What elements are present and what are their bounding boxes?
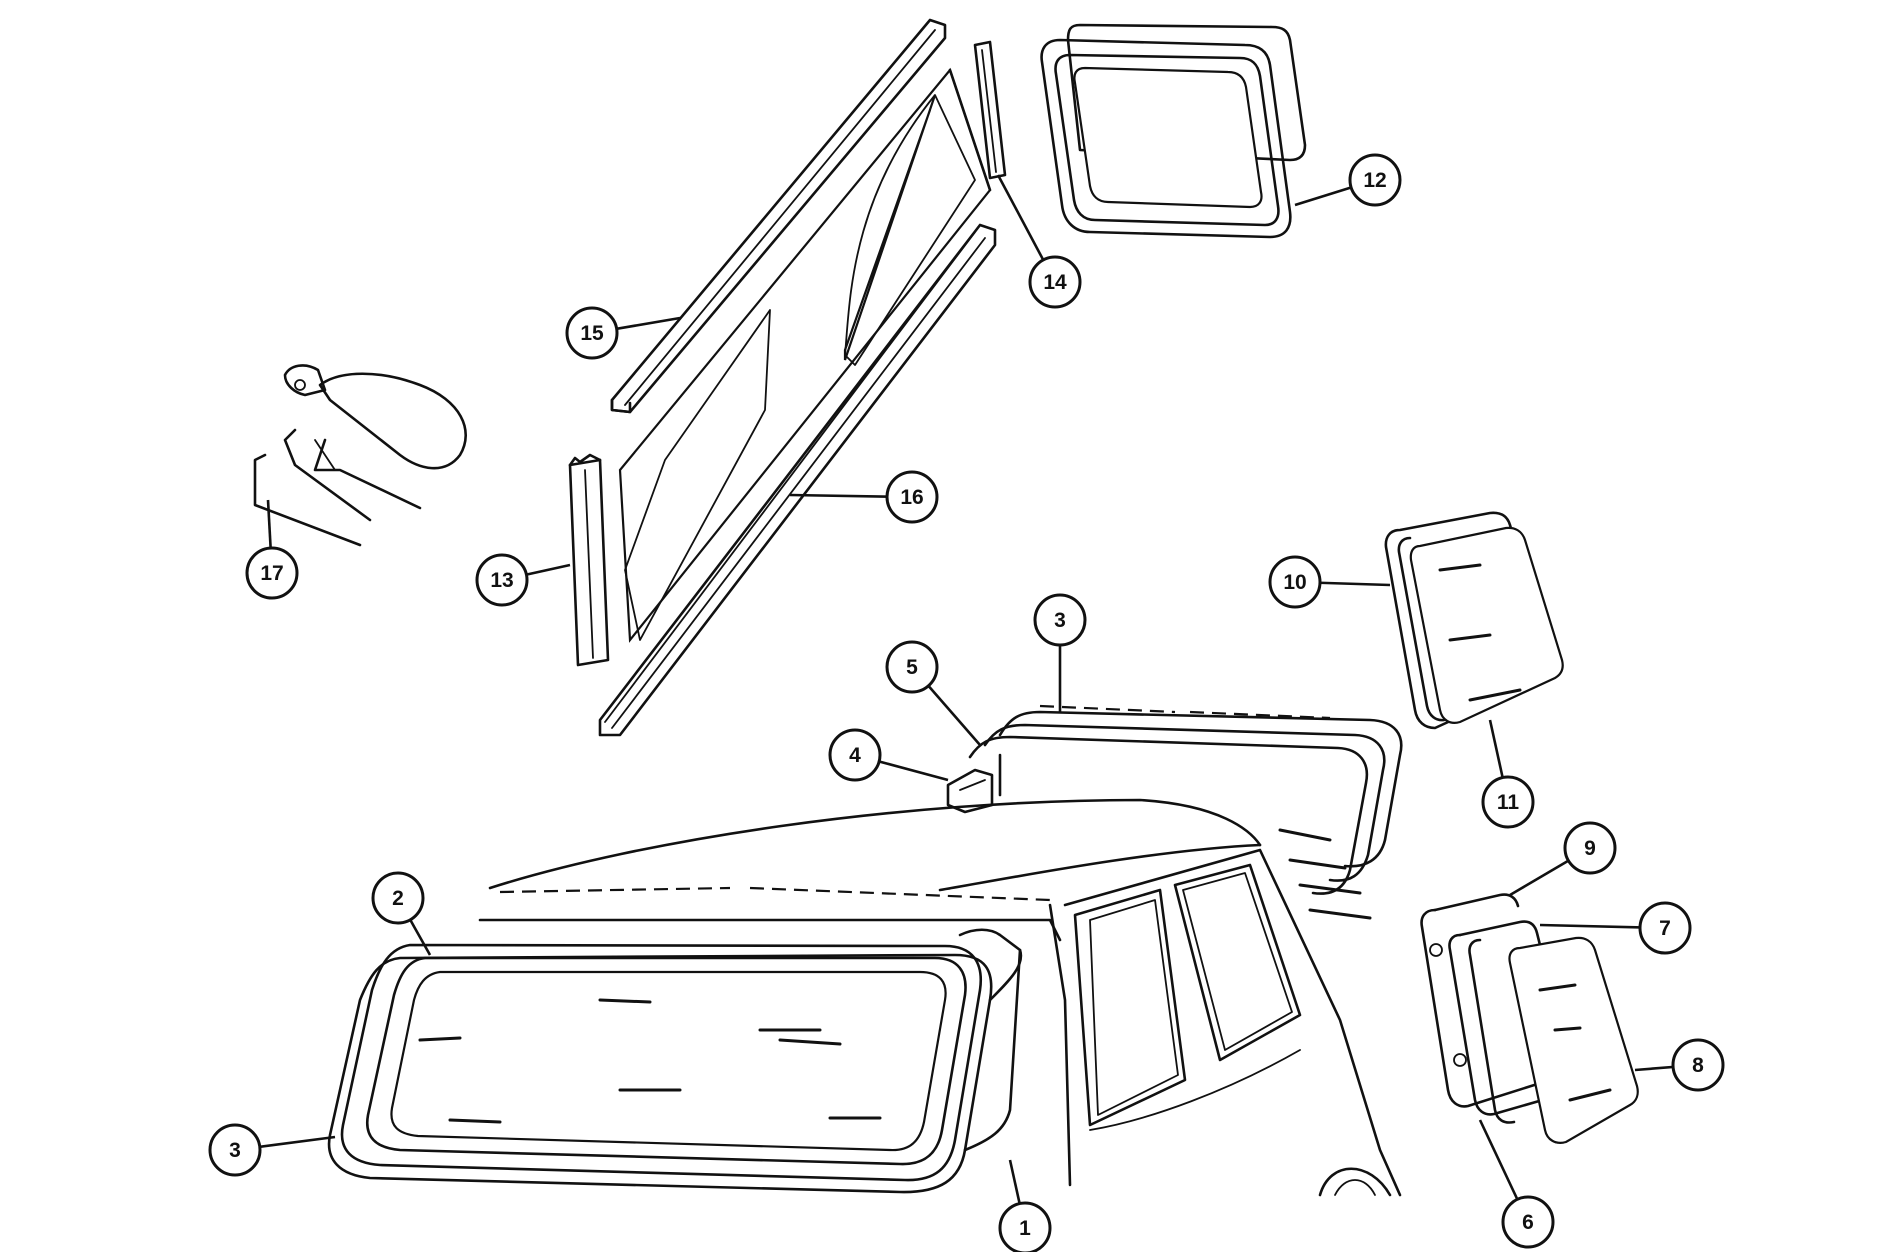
- callout-c14: 14: [996, 174, 1082, 309]
- callout-number: 14: [1043, 271, 1067, 294]
- callout-c7: 7: [1539, 901, 1692, 955]
- callout-circle: [885, 470, 939, 524]
- rear-screen-assembly: [327, 928, 1023, 1194]
- callout-c2: 2: [371, 871, 432, 956]
- callout-circle: [208, 1123, 262, 1177]
- callout-c15: 15: [565, 306, 681, 360]
- callout-c17: 17: [245, 499, 299, 600]
- callout-circle: [1268, 555, 1322, 609]
- callout-number: 13: [490, 569, 513, 592]
- callout-circle: [885, 640, 939, 694]
- callout-c8: 8: [1634, 1038, 1725, 1092]
- callout-number: 7: [1659, 917, 1671, 940]
- callout-c4: 4: [828, 728, 949, 782]
- callout-number: 4: [849, 744, 861, 767]
- callout-circle: [565, 306, 619, 360]
- callout-c10: 10: [1268, 555, 1391, 609]
- callout-c11: 11: [1481, 719, 1535, 829]
- callout-circle: [1481, 775, 1535, 829]
- callout-number: 17: [260, 562, 283, 585]
- callout-number: 10: [1283, 571, 1306, 594]
- callout-number: 16: [900, 486, 923, 509]
- roof-seal-assembly: [946, 704, 1403, 895]
- quarter-light-upper: [1384, 511, 1564, 730]
- callout-circle: [371, 871, 425, 925]
- callout-c9: 9: [1509, 821, 1617, 897]
- car-body: [478, 798, 1402, 1197]
- callout-c12: 12: [1294, 153, 1402, 207]
- glass-reflection-marks: [418, 998, 882, 1124]
- screen-clip: [946, 768, 994, 814]
- callout-circle: [1348, 153, 1402, 207]
- callout-c3a: 3: [208, 1123, 336, 1177]
- callout-c16: 16: [789, 470, 939, 524]
- callout-c6: 6: [1478, 1119, 1555, 1249]
- callout-number: 6: [1522, 1211, 1534, 1234]
- callout-circle: [998, 1201, 1052, 1252]
- winder-handle-tools: [253, 364, 467, 547]
- sliding-window-frame: [1040, 23, 1307, 239]
- callout-c1: 1: [998, 1159, 1052, 1252]
- callout-circle: [828, 728, 882, 782]
- callout-number: 12: [1363, 169, 1386, 192]
- callout-number: 8: [1692, 1054, 1704, 1077]
- callout-c3b: 3: [1033, 593, 1087, 712]
- callout-circle: [245, 546, 299, 600]
- callout-number: 5: [906, 656, 918, 679]
- callout-circle: [1638, 901, 1692, 955]
- callout-number: 15: [580, 322, 604, 345]
- callout-number: 11: [1497, 791, 1520, 814]
- callout-circle: [1671, 1038, 1725, 1092]
- callout-circle: [1028, 255, 1082, 309]
- callout-c5: 5: [885, 640, 981, 746]
- callout-number: 1: [1019, 1217, 1031, 1240]
- callout-circle: [1563, 821, 1617, 875]
- callout-circle: [1033, 593, 1087, 647]
- callout-circle: [1501, 1195, 1555, 1249]
- callout-number: 3: [229, 1139, 241, 1162]
- callout-number: 2: [392, 887, 404, 910]
- quarter-light-lower: [1420, 893, 1639, 1144]
- callout-number: 3: [1054, 609, 1066, 632]
- callout-c13: 13: [475, 553, 571, 607]
- callout-circle: [475, 553, 529, 607]
- sliding-glass-assembly: [568, 18, 1007, 737]
- callout-number: 9: [1584, 837, 1596, 860]
